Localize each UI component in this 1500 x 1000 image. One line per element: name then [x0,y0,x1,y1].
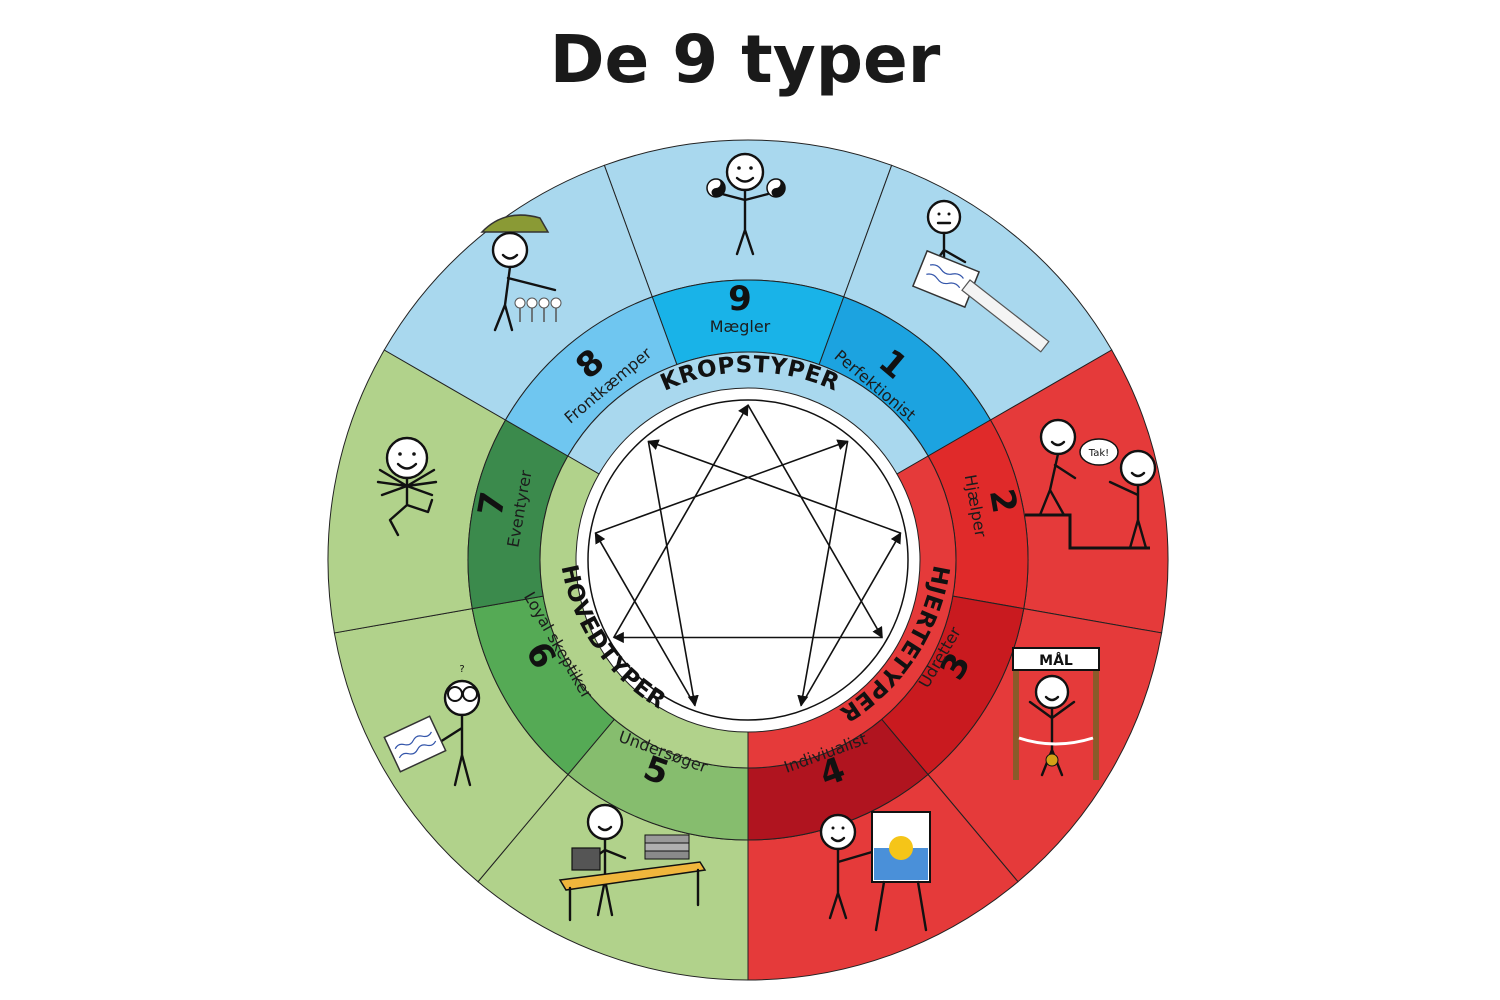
binoculars-icon [447,686,463,702]
ruler-icon [961,279,1050,353]
arrow-2-to-8 [647,439,901,534]
enneagram-arrows [594,404,902,707]
type-number: 9 [728,279,752,319]
goal-sign-label: MÅL [1039,652,1073,669]
arrow-5-to-7 [594,532,696,707]
stick-figure-5-illustration [558,803,707,922]
laptop-icon [571,847,601,871]
type-9-label: 9 Mægler [710,279,771,336]
crowd-icon [514,297,562,322]
stick-figure-6-illustration: ? [383,664,481,787]
speech-bubble: Tak! [1079,438,1119,466]
arrow-9-to-3 [747,404,883,639]
stick-figure-8-illustration [480,214,562,332]
yin-yang-icon [766,178,786,198]
arrow-8-to-5 [647,441,699,707]
stick-figure-7-illustration [376,436,438,537]
page-title: De 9 typer [550,21,941,98]
stick-figure-1-illustration [911,199,1050,353]
stick-figure-9-illustration [706,152,786,256]
svg-text:Tak!: Tak! [1088,448,1109,459]
stairs-icon [1025,513,1150,550]
stick-figure-2-illustration: Tak! [1025,418,1157,550]
yin-yang-icon [706,178,726,198]
goal-sign [1012,647,1100,671]
books-icon [644,834,690,844]
arrow-1-to-4 [797,441,849,707]
desk-icon [558,861,707,891]
svg-text:?: ? [459,664,464,675]
type-name: Mægler [710,317,771,336]
arrow-6-to-9 [613,404,749,638]
arrow-4-to-2 [800,532,902,707]
medal-icon [1045,753,1059,767]
arrow-7-to-1 [595,439,849,534]
inner-circle [587,399,909,721]
stick-figure-4-illustration [819,811,931,932]
stick-figure-3-illustration: MÅL [1012,647,1100,780]
inner-ring-hovedtyper [539,455,749,769]
officer-cap-icon [480,214,550,233]
